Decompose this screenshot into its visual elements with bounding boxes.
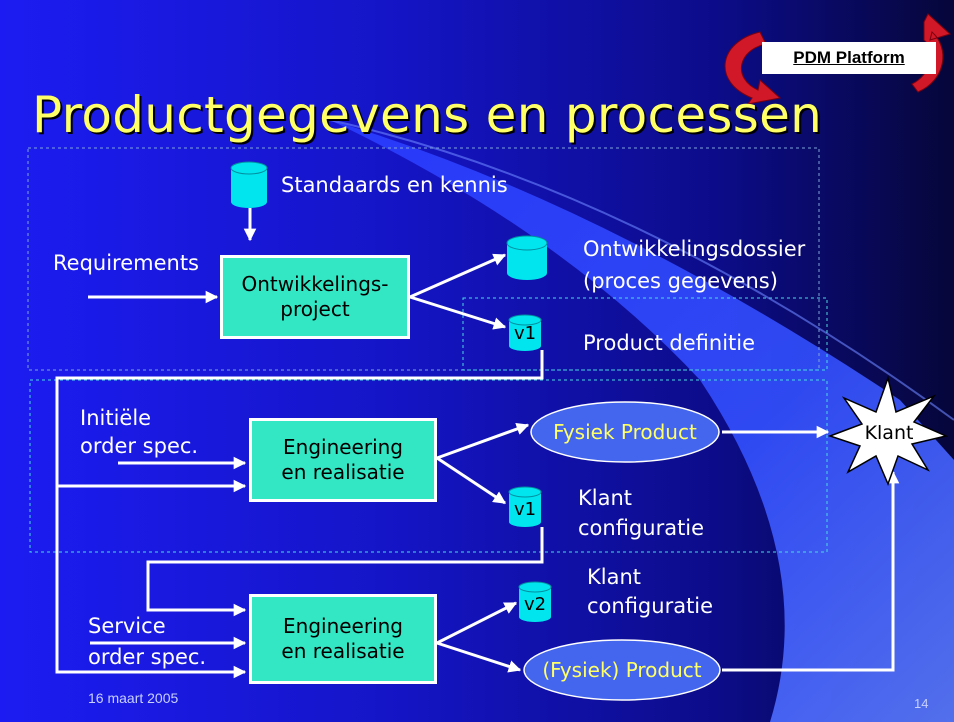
- label-klant-configuratie-1a: Klant: [578, 486, 633, 510]
- label-service-2: order spec.: [88, 645, 207, 669]
- cylinder-standaards: [230, 161, 268, 208]
- group-engineering-area: [29, 379, 828, 553]
- label-service-1: Service: [88, 614, 166, 638]
- label-klant-configuratie-2a: Klant: [587, 565, 642, 589]
- cylinder-v1-mid-label: v1: [513, 498, 537, 520]
- ellipse-fysiek-product: [530, 401, 720, 463]
- box-engineering-1-line2: en realisatie: [281, 460, 405, 484]
- fysiek-product-2-label: (Fysiek) Product: [542, 658, 702, 682]
- label-klant-configuratie-2b: configuratie: [587, 594, 714, 618]
- label-proces-gegevens: (proces gegevens): [583, 269, 778, 293]
- box-engineering-2: Engineering en realisatie: [249, 594, 437, 684]
- cylinder-v1-top: [508, 314, 542, 351]
- box-ontwikkelingsproject-line1: Ontwikkelings-: [241, 272, 389, 296]
- group-product-definition-area: [462, 297, 828, 371]
- label-initiele-2: order spec.: [80, 434, 199, 458]
- label-klant-configuratie-1b: configuratie: [578, 516, 705, 540]
- klant-starburst: [827, 375, 949, 487]
- label-ontwikkelingsdossier: Ontwikkelingsdossier: [583, 237, 806, 261]
- box-ontwikkelingsproject: Ontwikkelings- project: [220, 255, 410, 339]
- cylinder-v1-mid: [508, 486, 542, 527]
- cylinder-v2: [518, 581, 552, 622]
- box-engineering-1: Engineering en realisatie: [249, 418, 437, 502]
- badge-left-arrow: [724, 31, 782, 105]
- background-swoosh: [330, 120, 954, 722]
- ellipse-fysiek-product-2: [523, 639, 721, 701]
- label-product-definitie: Product definitie: [583, 331, 756, 355]
- cylinder-v2-label: v2: [523, 593, 547, 615]
- footer-date: 16 maart 2005: [88, 690, 179, 706]
- box-engineering-2-line1: Engineering: [283, 614, 403, 638]
- background-swoosh-edge: [329, 119, 954, 421]
- label-requirements: Requirements: [53, 251, 199, 275]
- label-standaards: Standaards en kennis: [281, 173, 508, 197]
- box-ontwikkelingsproject-line2: project: [280, 297, 350, 321]
- pdm-platform-badge: PDM Platform: [762, 42, 936, 74]
- group-development-area: [27, 147, 820, 371]
- cylinder-v1-top-label: v1: [513, 322, 537, 344]
- box-engineering-1-line1: Engineering: [283, 435, 403, 459]
- page-title: Productgegevens en processen: [32, 86, 823, 144]
- page-number: 14: [914, 696, 929, 711]
- label-initiele-1: Initiële: [80, 406, 152, 430]
- box-engineering-2-line2: en realisatie: [281, 639, 405, 663]
- fysiek-product-label: Fysiek Product: [553, 420, 697, 444]
- cylinder-ontwikkelingsdossier: [506, 235, 548, 280]
- klant-label: Klant: [864, 422, 914, 444]
